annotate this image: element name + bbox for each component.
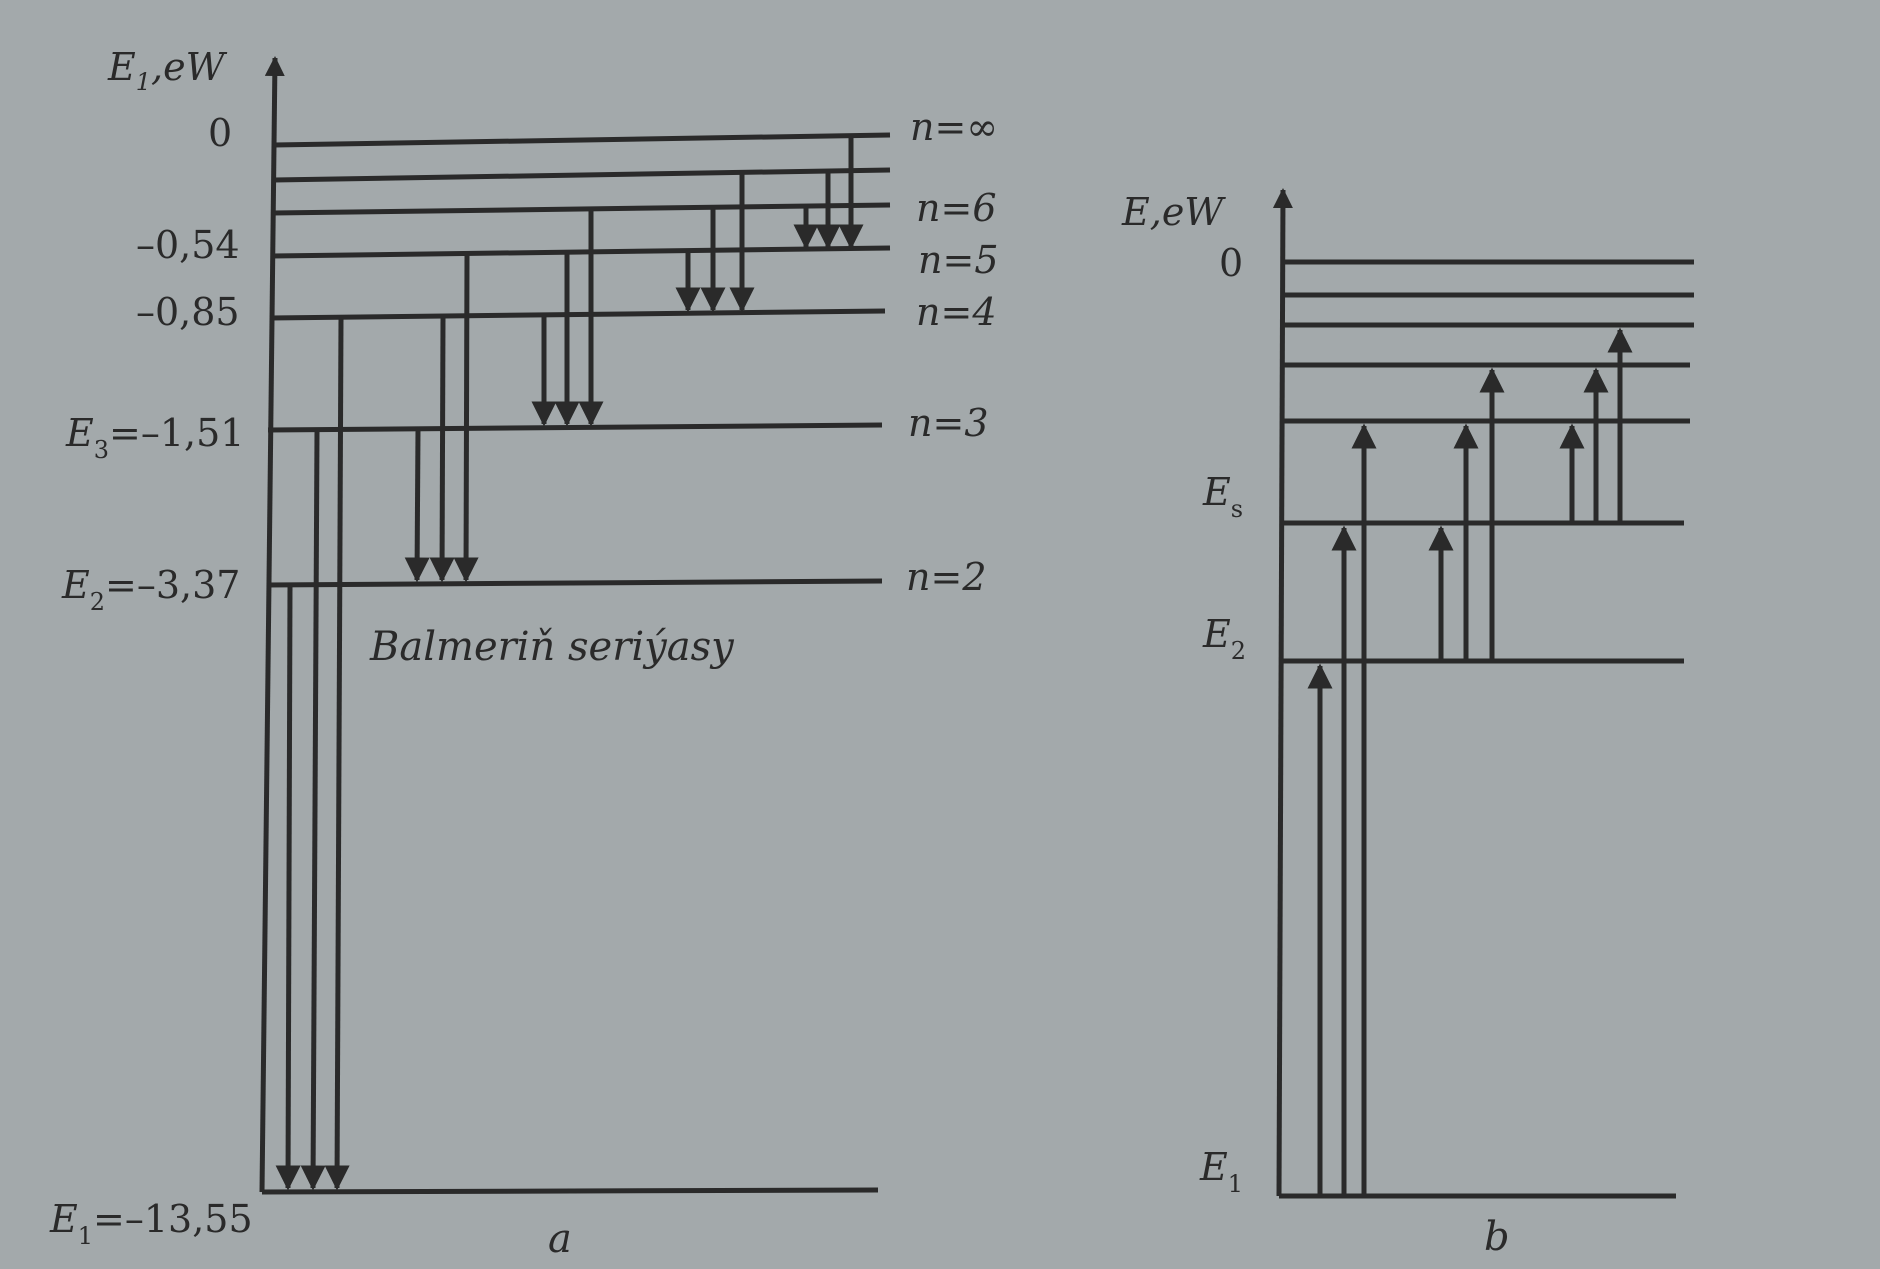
lyman-arrow-2 xyxy=(300,430,326,1191)
balmer-arrow-3 xyxy=(453,254,479,583)
n-label-3: n=3 xyxy=(908,401,989,445)
level-label-e3: E3=–1,51 xyxy=(65,411,244,464)
level-label-e2: E2=–3,37 xyxy=(61,563,240,616)
n-label-4: n=4 xyxy=(916,290,997,334)
b-label-e2: E2 xyxy=(1202,612,1246,665)
diagram-a-labels: E1,eW 0 –0,54 –0,85 E3=–1,51 E2=–3,37 E1… xyxy=(49,45,999,1262)
balmer-arrow-2 xyxy=(429,317,455,583)
level-n-3 xyxy=(267,422,883,433)
series-label: Balmeriň seriýasy xyxy=(369,624,735,670)
level-n-1 xyxy=(261,1187,879,1195)
b-label-zero: 0 xyxy=(1219,241,1243,285)
level-label-e4: –0,85 xyxy=(136,290,240,334)
level-n-4 xyxy=(269,308,886,321)
level-n-8 xyxy=(273,167,891,183)
level-label-e5: –0,54 xyxy=(136,223,240,267)
n-label-6: n=6 xyxy=(916,186,997,230)
axis-label-b: E,eW xyxy=(1121,190,1226,234)
diagram-a-axis xyxy=(259,56,285,1193)
n-label-5: n=5 xyxy=(918,238,999,282)
lyman-arrow-1 xyxy=(275,585,301,1191)
level-n-2 xyxy=(266,578,883,588)
level-n-inf xyxy=(273,132,891,148)
level-label-zero: 0 xyxy=(208,111,232,155)
balmer-arrow-1 xyxy=(404,429,430,583)
axis-label-a: E1,eW xyxy=(107,45,228,96)
b-label-es: Es xyxy=(1202,470,1243,523)
caption-b: b xyxy=(1484,1214,1510,1260)
diagram-b-labels: E,eW 0 Es E2 E1 b xyxy=(1121,190,1510,1260)
level-n-5 xyxy=(271,245,891,259)
caption-a: a xyxy=(548,1216,572,1262)
level-label-e1: E1=–13,55 xyxy=(49,1197,253,1250)
b-label-e1: E1 xyxy=(1199,1145,1243,1198)
diagram-b-axis xyxy=(1272,188,1293,1197)
n-label-inf: n=∞ xyxy=(910,105,998,149)
level-n-6 xyxy=(272,202,891,216)
n-label-2: n=2 xyxy=(906,555,987,599)
diagram-a xyxy=(259,56,891,1195)
lyman-arrow-3 xyxy=(324,318,350,1191)
diagram-b xyxy=(1272,188,1694,1199)
